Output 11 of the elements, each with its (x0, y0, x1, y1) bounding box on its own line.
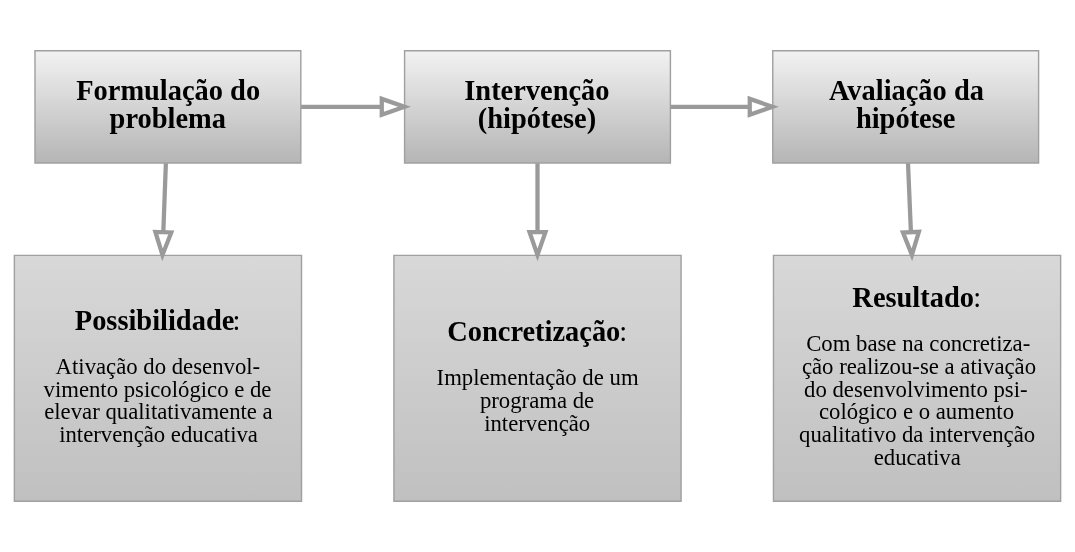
arrow (526, 163, 549, 262)
node-box: Resultado: Com base na concretiza- ção realizou-se a ativação do desenvolvimento psi- cológico e o aumento qualitativo da intervenção educativa (772, 254, 1062, 502)
node-box: Formulação do problema (34, 50, 302, 164)
node-box: Possibilidade: Ativação do desenvol- vimento psicológico e de elevar qualitativamente a intervenção educativa (13, 254, 303, 502)
node-box: Avaliação da hipótese (772, 50, 1040, 164)
arrow (899, 163, 922, 262)
node-box: Concretização: Implementação de um programa de intervenção (393, 254, 682, 502)
arrow (301, 95, 411, 118)
node-box: Intervenção (hipótese) (403, 50, 672, 164)
arrow (670, 95, 779, 118)
arrow (152, 163, 175, 262)
